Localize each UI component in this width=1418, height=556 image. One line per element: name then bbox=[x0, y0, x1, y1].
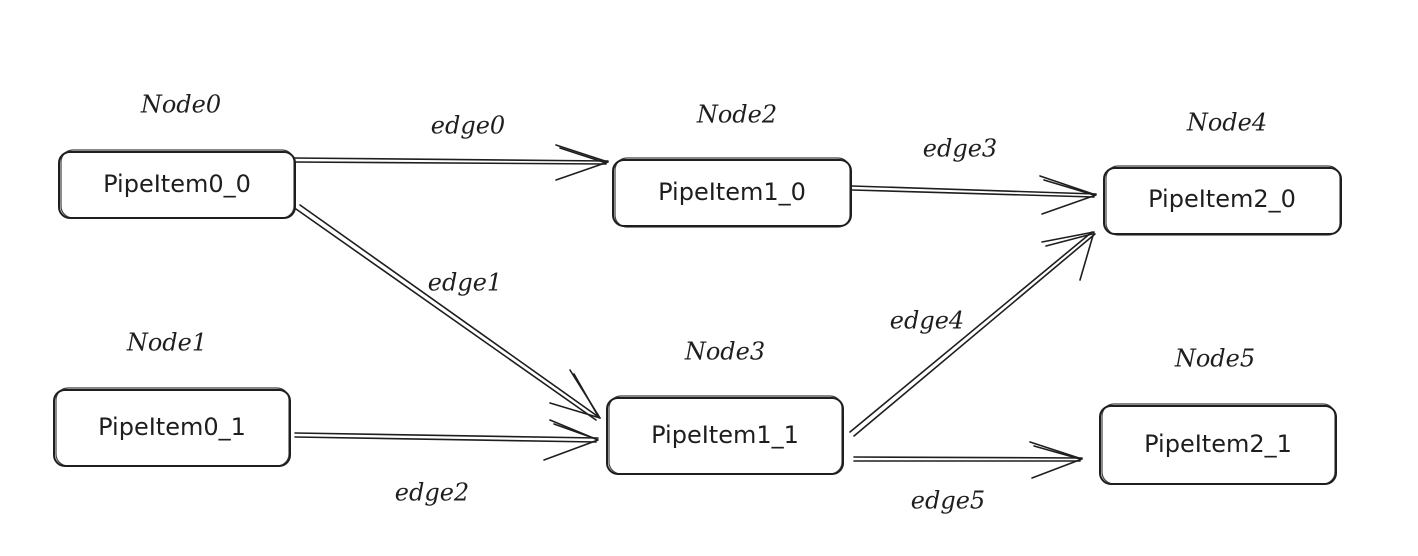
node3-item-label: PipeItem1_1 bbox=[651, 421, 799, 449]
edge0-arrow bbox=[292, 144, 609, 181]
node4-title: Node4 bbox=[1186, 109, 1267, 137]
node2-box: PipeItem1_0 bbox=[612, 157, 852, 228]
node1-title: Node1 bbox=[126, 329, 207, 357]
node0-title: Node0 bbox=[140, 91, 221, 119]
edge3-label: edge3 bbox=[923, 135, 997, 163]
node5-box: PipeItem2_1 bbox=[1099, 403, 1337, 485]
nodes-layer: PipeItem0_0 PipeItem0_1 PipeItem1_0 Pipe… bbox=[53, 149, 1342, 485]
edge0-label: edge0 bbox=[431, 112, 505, 140]
edge2-arrow bbox=[294, 419, 599, 461]
node1-box: PipeItem0_1 bbox=[53, 387, 291, 467]
node3-box: PipeItem1_1 bbox=[606, 395, 844, 475]
edge-labels: edge0 edge1 edge2 edge3 edge4 edge5 bbox=[395, 112, 997, 515]
node2-item-label: PipeItem1_0 bbox=[658, 178, 806, 206]
edges-layer bbox=[292, 144, 1097, 479]
edge5-label: edge5 bbox=[911, 487, 985, 515]
node0-box: PipeItem0_0 bbox=[58, 149, 296, 219]
node2-title: Node2 bbox=[696, 101, 777, 129]
edge3-arrow bbox=[851, 175, 1097, 215]
node1-item-label: PipeItem0_1 bbox=[98, 413, 246, 441]
node5-title: Node5 bbox=[1174, 345, 1255, 373]
node-titles: Node0 Node1 Node2 Node3 Node4 Node5 bbox=[126, 91, 1267, 373]
node4-box: PipeItem2_0 bbox=[1103, 165, 1342, 236]
edge2-label: edge2 bbox=[395, 479, 469, 507]
edge5-arrow bbox=[853, 441, 1083, 479]
edge4-arrow bbox=[849, 231, 1096, 437]
node5-item-label: PipeItem2_1 bbox=[1144, 430, 1292, 458]
node4-item-label: PipeItem2_0 bbox=[1148, 185, 1296, 213]
edge1-label: edge1 bbox=[428, 269, 502, 297]
node0-item-label: PipeItem0_0 bbox=[103, 170, 251, 198]
edge4-label: edge4 bbox=[890, 307, 964, 335]
node3-title: Node3 bbox=[684, 338, 765, 366]
edge1-arrow bbox=[295, 204, 601, 421]
